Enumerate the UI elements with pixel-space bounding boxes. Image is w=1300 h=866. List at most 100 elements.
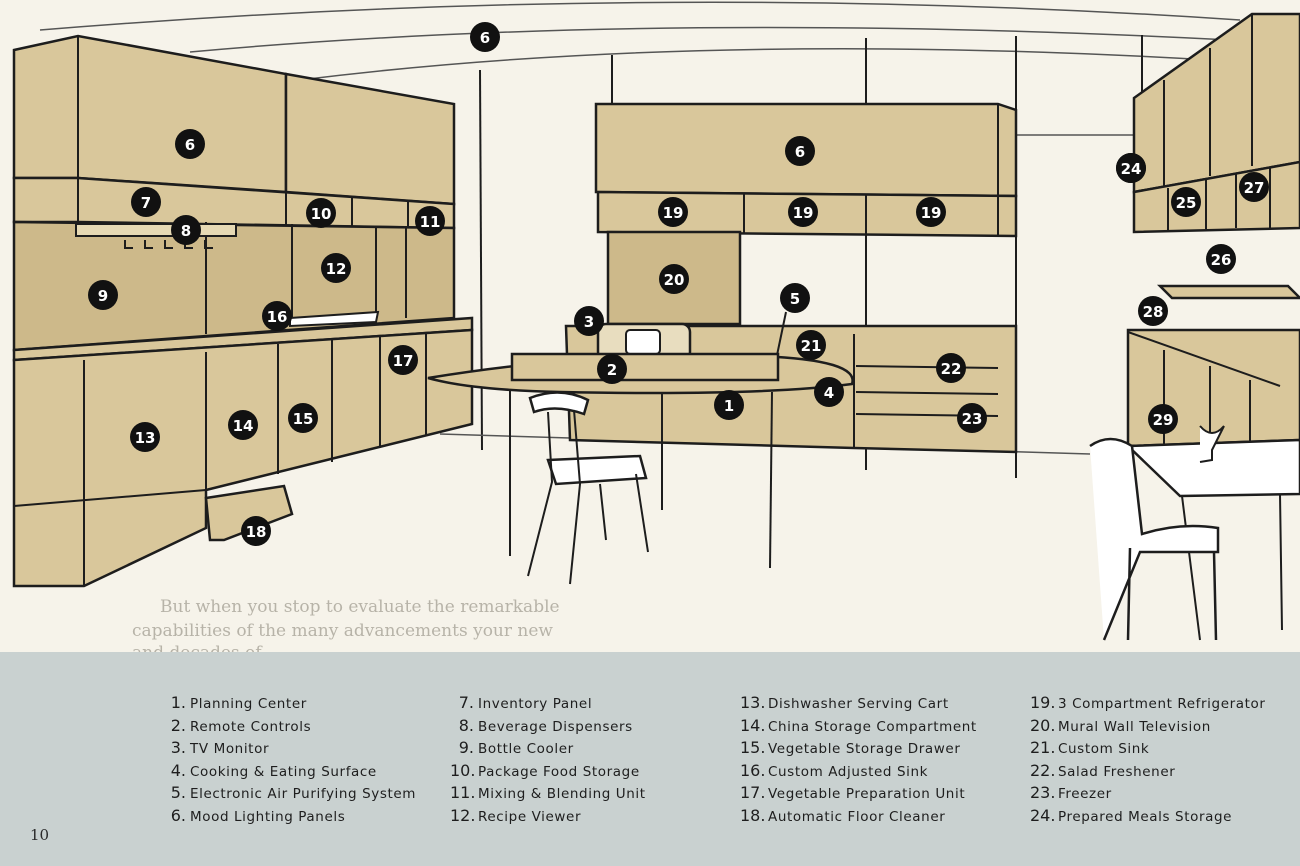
legend-number: 5.	[170, 783, 186, 802]
callout-number: 10	[311, 205, 332, 223]
legend-label: Inventory Panel	[478, 696, 593, 712]
callout-marker: 4	[814, 377, 844, 407]
legend-label: Remote Controls	[190, 718, 312, 735]
callout-marker: 13	[130, 422, 160, 452]
legend-number: 14.	[740, 715, 766, 735]
legend-item: 3.TV Monitor	[162, 737, 416, 760]
legend-number: 4.	[170, 760, 186, 780]
callout-number: 2	[607, 361, 617, 379]
legend-item: 22.Salad Freshener	[1030, 760, 1266, 783]
callout-number: 4	[824, 384, 834, 402]
callout-marker: 17	[388, 345, 418, 375]
callout-number: 19	[663, 204, 684, 222]
legend-label: Beverage Dispensers	[478, 718, 633, 735]
legend-number: 20.	[1030, 715, 1056, 735]
legend-label: Dishwasher Serving Cart	[768, 696, 949, 712]
legend-label: Vegetable Storage Drawer	[768, 741, 961, 757]
legend-number: 11.	[450, 783, 476, 802]
callout-number: 21	[801, 337, 822, 355]
callout-marker: 27	[1239, 172, 1269, 202]
callout-marker: 19	[916, 197, 946, 227]
legend-item: 24.Prepared Meals Storage	[1030, 805, 1266, 828]
callout-marker: 29	[1148, 404, 1178, 434]
legend-item: 10.Package Food Storage	[450, 760, 646, 783]
legend-label: Mixing & Blending Unit	[478, 786, 646, 802]
callout-number: 1	[724, 397, 734, 415]
callout-number: 20	[664, 271, 685, 289]
callout-marker: 6	[175, 129, 205, 159]
left-cabinet-wall	[12, 34, 474, 588]
callout-number: 11	[420, 213, 441, 231]
legend-label: Prepared Meals Storage	[1058, 808, 1233, 825]
legend-number: 2.	[170, 715, 186, 735]
callout-marker: 19	[788, 197, 818, 227]
dining-set	[1089, 425, 1300, 641]
callout-marker: 3	[574, 306, 604, 336]
legend-label: Vegetable Preparation Unit	[768, 786, 966, 802]
callout-marker: 16	[262, 301, 292, 331]
callout-marker: 9	[88, 280, 118, 310]
callout-marker: 23	[957, 403, 987, 433]
callout-marker: 5	[780, 283, 810, 313]
chair	[527, 391, 649, 585]
callout-number: 6	[795, 143, 805, 161]
legend-number: 10.	[450, 760, 476, 780]
legend-label: 3 Compartment Refrigerator	[1058, 696, 1266, 712]
legend-item: 19.3 Compartment Refrigerator	[1030, 692, 1266, 715]
legend-item: 5.Electronic Air Purifying System	[162, 782, 416, 805]
legend-item: 18.Automatic Floor Cleaner	[740, 805, 977, 828]
callout-marker: 12	[321, 253, 351, 283]
legend-item: 23.Freezer	[1030, 782, 1266, 805]
callout-marker: 6	[470, 22, 500, 52]
legend-number: 1.	[170, 693, 186, 712]
callout-marker: 20	[659, 264, 689, 294]
callout-marker: 22	[936, 353, 966, 383]
callout-number: 6	[480, 29, 490, 47]
callout-number: 22	[941, 360, 962, 378]
legend-label: Cooking & Eating Surface	[190, 763, 377, 780]
legend-number: 9.	[458, 738, 474, 757]
legend-item: 4.Cooking & Eating Surface	[162, 760, 416, 783]
legend-label: Custom Adjusted Sink	[768, 763, 929, 780]
legend-item: 16.Custom Adjusted Sink	[740, 760, 977, 783]
legend-number: 22.	[1030, 760, 1056, 780]
callout-number: 19	[921, 204, 942, 222]
legend-number: 21.	[1030, 738, 1056, 757]
callout-markers: 6666781011129161713141518191919203521241…	[88, 22, 1269, 546]
callout-number: 12	[326, 260, 347, 278]
legend-number: 7.	[458, 693, 474, 712]
callout-number: 29	[1153, 411, 1174, 429]
legend-item: 7.Inventory Panel	[450, 692, 646, 715]
legend-item: 20.Mural Wall Television	[1030, 715, 1266, 738]
legend-item: 21.Custom Sink	[1030, 737, 1266, 760]
legend-item: 14.China Storage Compartment	[740, 715, 977, 738]
callout-number: 13	[135, 429, 156, 447]
svg-text:and decades of ...: and decades of ...	[132, 643, 283, 652]
callout-marker: 8	[171, 215, 201, 245]
bleed-through-text: But when you stop to evaluate the remark…	[132, 597, 560, 652]
callout-number: 9	[98, 287, 108, 305]
legend-number: 13.	[740, 693, 766, 712]
callout-number: 7	[141, 194, 151, 212]
callout-marker: 15	[288, 403, 318, 433]
page-number: 10	[30, 826, 50, 844]
callout-marker: 19	[658, 197, 688, 227]
callout-number: 24	[1121, 160, 1142, 178]
svg-text:capabilities of the many advan: capabilities of the many advancements yo…	[132, 621, 553, 641]
callout-marker: 24	[1116, 153, 1146, 183]
callout-marker: 11	[415, 206, 445, 236]
legend-item: 9.Bottle Cooler	[450, 737, 646, 760]
legend-item: 6.Mood Lighting Panels	[162, 805, 416, 828]
cooking-eating-table	[427, 352, 854, 569]
callout-number: 8	[181, 222, 191, 240]
kitchen-illustration: But when you stop to evaluate the remark…	[12, 1, 1300, 652]
legend-label: Salad Freshener	[1058, 763, 1176, 780]
legend-item: 2.Remote Controls	[162, 715, 416, 738]
callout-marker: 7	[131, 187, 161, 217]
callout-marker: 1	[714, 390, 744, 420]
legend-number: 24.	[1030, 805, 1056, 825]
legend-number: 8.	[458, 715, 474, 735]
callout-number: 18	[246, 523, 267, 541]
